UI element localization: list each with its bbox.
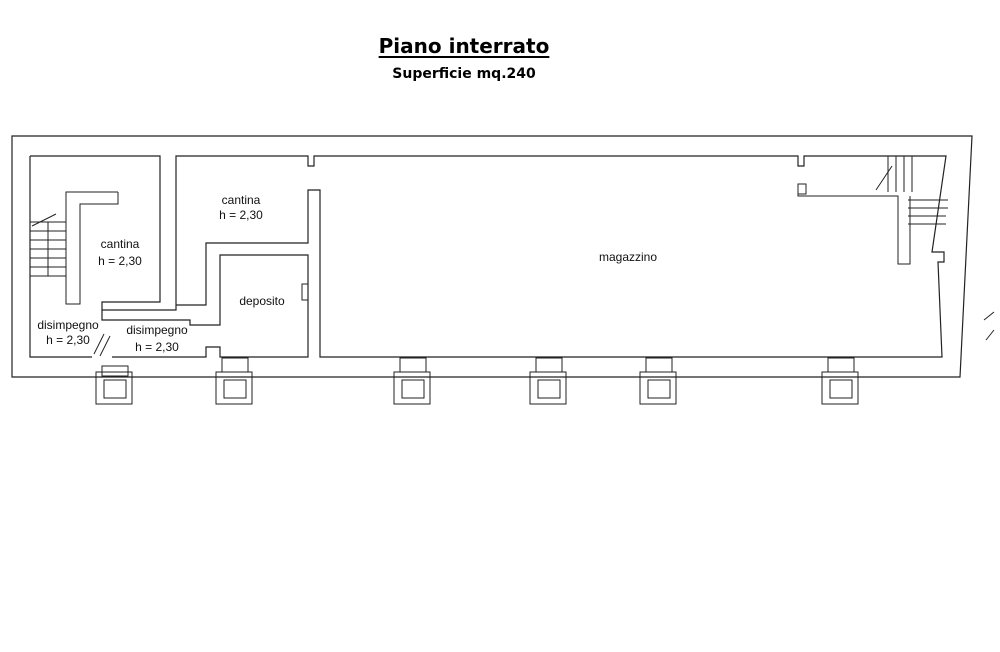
stair-right xyxy=(797,156,948,265)
window-wells xyxy=(95,357,859,405)
window-well xyxy=(393,357,431,405)
window-well xyxy=(95,365,133,405)
window-well xyxy=(639,357,677,405)
magazzino-label: magazzino xyxy=(599,250,657,264)
inner-wall-outline xyxy=(30,155,947,358)
disimpegno-mid-label: disimpegno xyxy=(126,323,188,337)
cantina-left-label: cantina xyxy=(101,237,140,251)
door-swing xyxy=(93,333,105,355)
window-well xyxy=(215,357,253,405)
deposito-door xyxy=(301,283,309,301)
disimpegno-left-label: disimpegno xyxy=(37,318,99,332)
plan-title: Piano interrato xyxy=(378,34,550,58)
disimpegno-mid-height: h = 2,30 xyxy=(135,340,179,354)
cantina-left-height: h = 2,30 xyxy=(98,254,142,268)
cantina-mid-height: h = 2,30 xyxy=(219,208,263,222)
window-well xyxy=(821,357,859,405)
edge-mark xyxy=(985,329,995,341)
deposito-label: deposito xyxy=(239,294,285,308)
left-room-wall xyxy=(29,156,92,358)
edge-mark xyxy=(983,311,995,321)
stair-left xyxy=(30,191,119,305)
disimpegno-left-height: h = 2,30 xyxy=(46,333,90,347)
mid-corridor-wall xyxy=(101,254,309,358)
window-well xyxy=(529,357,567,405)
plan-subtitle: Superficie mq.240 xyxy=(392,66,536,82)
cantina-mid-label: cantina xyxy=(222,193,261,207)
outer-wall-outline xyxy=(11,135,973,378)
door-swing xyxy=(99,335,111,357)
